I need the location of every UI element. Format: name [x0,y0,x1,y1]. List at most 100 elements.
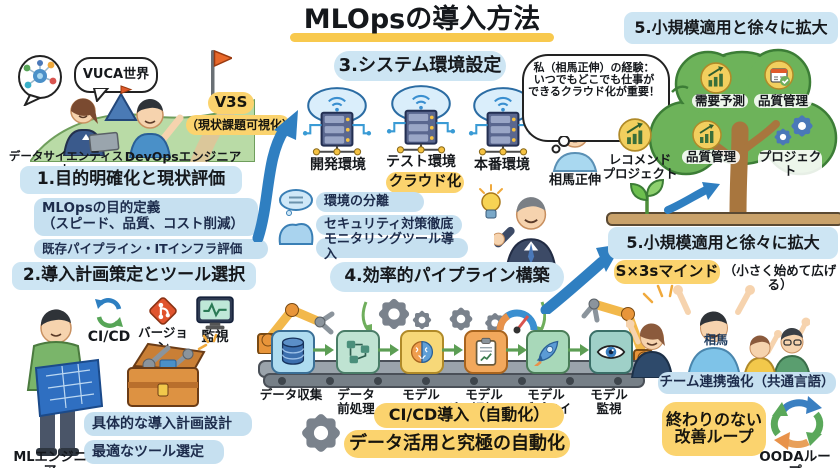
cloud-server-dev-icon [302,87,372,156]
section4-heading: 4.効率的パイプライン構築 [330,262,564,292]
clipboard-icon [475,337,497,366]
stage-arrow-icon [313,344,334,356]
stage-data-collect-box [271,330,315,374]
env-dev-label: 開発環境 [310,157,366,173]
arrow-sprout-to-tree [664,182,720,214]
soma-speech-line2: いつでもどこでも仕事が [533,73,655,87]
section2-box-plan: 具体的な導入計画設計 [84,412,252,436]
recommend-label-line2: プロジェクト [602,165,678,181]
soma-name-label: 相馬正伸 [548,173,601,188]
ooda-label: OODAループ [759,449,831,468]
stage-preprocess-box [336,330,380,374]
stage-arrow-icon [442,344,463,356]
flowchart-icon [346,340,370,364]
version-control-icon [149,297,177,325]
quality-calendar-icon [764,60,794,90]
cicd-label: CI/CD [87,329,131,345]
stage-label-line: 前処理 [337,400,375,416]
section1-box-line1: MLOpsの目的定義 [42,200,161,217]
monitor-icon [196,296,234,330]
stage-label-line: モデル [402,387,440,402]
toolbox-icon [127,342,206,407]
section3-heading: 3.システム環境設定 [334,51,506,81]
team-figures [626,284,810,378]
vuca-bubble-tail [92,88,110,102]
stage-label-line: モデル [527,387,565,402]
env-test-label: テスト環境 [386,154,456,170]
quality-chart-icon [692,120,722,150]
vuca-label: VUCA世界 [82,66,150,82]
devops-engineer-figure [128,98,184,158]
cloud-think-icon [278,189,314,245]
mind-tag: S×3sマインド [614,260,720,284]
project-gears-icon [773,114,814,147]
sparkle-icon [197,333,218,351]
tree-project-label: プロジェクト [758,149,822,178]
page-title: MLOpsの導入方法 [303,4,541,35]
ml-engineer-label: MLエンジニア [13,450,87,468]
automation-gear-icon [300,412,342,454]
soma-speech-line3: できるクラウド化が重要！ [528,85,660,99]
soma-speech-tail [551,136,570,154]
stage-evaluate-box [464,330,508,374]
recommend-label-line1: レコメンド [608,152,672,167]
team-strength-box: チーム連携強化（共通言語） [658,372,836,394]
demand-forecast-icon [700,62,732,94]
env-prod-label: 本番環境 [474,157,530,173]
title-underline [290,33,554,42]
v3s-tag: V3S [208,92,254,114]
cicd-icon [95,298,123,328]
section2-box-tools: 最適なツール選定 [84,440,224,464]
stage-monitor-box [589,330,633,374]
mind-sub-label: （小さく始めて広げる） [723,263,837,292]
section1-box-eval: 既存パイプライン・ITインフラ評価 [34,239,268,259]
stage-label-collect: データ収集 [259,387,323,402]
section1-box-line2: （スピード、品質、コスト削減） [42,216,244,232]
tree-quality1-label: 品質管理 [754,94,812,108]
section5-bottom-heading: 5.小規模適用と徐々に拡大 [608,227,838,259]
brain-icon [411,340,433,364]
stage-label-preprocess: データ前処理 [322,388,390,416]
goal-flag-icon [211,49,232,100]
section3-point1: 環境の分離 [316,192,424,212]
soma-speech-text: 私（相馬正伸）の経験： いつでもどこでも仕事が できるクラウド化が重要！ [526,61,662,99]
stage-label-line: データ [337,387,375,402]
tree-quality2-label: 品質管理 [682,150,740,164]
cloud-tag: クラウド化 [386,172,464,193]
ooda-loop-icon [770,396,824,450]
endless-loop-line1: 終わりのない [665,410,762,430]
mountain-flag-icon [104,85,138,121]
ml-engineer-figure [26,309,104,456]
section3-point2: セキュリティ対策徹底 [316,215,462,235]
stage-label-line: 監視 [596,400,622,416]
ground-line [606,212,840,226]
cloud-server-test-icon [384,82,458,158]
stage-label-line: モデル [590,387,628,402]
data-scientist-figure [62,98,120,156]
tree-demand-label: 需要予測 [692,94,748,108]
section2-heading: 2.導入計画策定とツール選択 [12,262,256,290]
v3s-sub-tag: （現状課題可視化） [186,115,294,135]
stage-training-box [400,330,444,374]
soma-speech-line1: 私（相馬正伸）の経験： [533,61,655,74]
stage-label-monitor: モデル監視 [575,388,643,416]
soma-shirt-label: 相馬 [703,333,728,347]
recommend-chart-icon [618,118,652,152]
section1-box-purpose: MLOpsの目的定義 （スピード、品質、コスト削減） [34,198,258,236]
devops-label: DevOpsエンジニア [124,149,242,164]
endless-loop-tag: 終わりのない 改善ループ [662,402,766,456]
cicd-automation-tag: CI/CD導入（自動化） [374,403,564,428]
stage-deploy-box [526,330,570,374]
sprout-icon [629,178,665,214]
database-icon [281,337,305,365]
stage-arrow-icon [378,344,399,356]
stage-arrow-icon [568,344,589,356]
stage-label-line: モデル [465,387,503,402]
endless-loop-line2: 改善ループ [674,427,754,446]
section1-heading: 1.目的明確化と現状評価 [20,166,242,194]
network-bubble-icon [18,55,62,106]
arrow-to-section3 [252,110,298,242]
vuca-speech-bubble: VUCA世界 [74,57,158,93]
stage-arrow-icon [506,344,527,356]
